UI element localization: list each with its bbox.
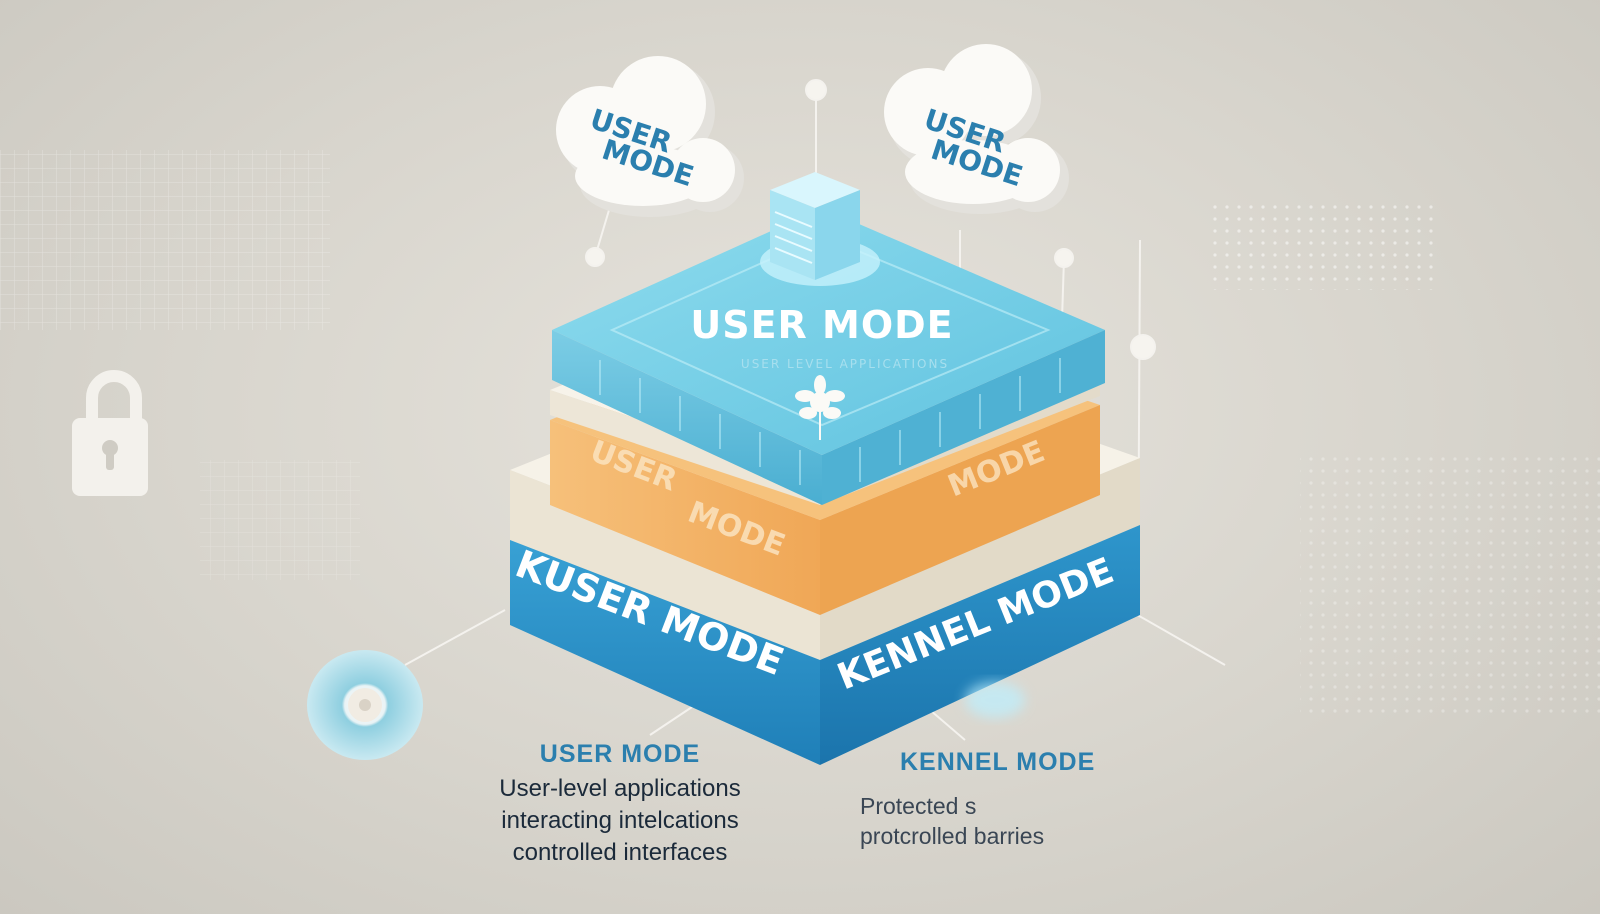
user-layer — [552, 208, 1105, 505]
connector-kernel-caption — [929, 709, 966, 741]
cloud-right: USER MODE — [884, 44, 1069, 214]
disc-icon — [307, 650, 423, 760]
bg-grid-left — [0, 150, 330, 330]
user-mode-caption-line: interacting intelcations — [501, 807, 739, 834]
kernel-mode-caption-title: KENNEL MODE — [900, 748, 1096, 776]
kernel-mode-caption-line: protcrolled barries — [860, 823, 1045, 849]
user-mode-caption: USER MODE User-level applications intera… — [450, 740, 790, 869]
cloud-left: USER MODE — [556, 56, 744, 217]
flower-icon — [795, 375, 845, 440]
bg-grid-left-lower — [200, 460, 360, 580]
user-mode-caption-title: USER MODE — [539, 740, 701, 768]
user-mode-caption-line: controlled interfaces — [512, 839, 728, 866]
connector-disc — [404, 609, 506, 666]
bg-dots-right — [1210, 200, 1440, 290]
kernel-mode-caption: KENNEL MODE Protected s protcrolled barr… — [860, 748, 1180, 851]
kernel-mode-caption-line: Protected s — [860, 793, 977, 819]
padlock-icon — [72, 370, 148, 496]
top-layer-label: USER MODE — [690, 303, 953, 347]
top-layer-sublabel: USER LEVEL APPLICATIONS — [741, 357, 949, 371]
user-mode-caption-line: User-level applications — [499, 775, 741, 802]
connector-user-caption — [649, 704, 696, 736]
server-cube-icon — [760, 172, 880, 286]
bg-dots-right-lower — [1300, 450, 1600, 720]
